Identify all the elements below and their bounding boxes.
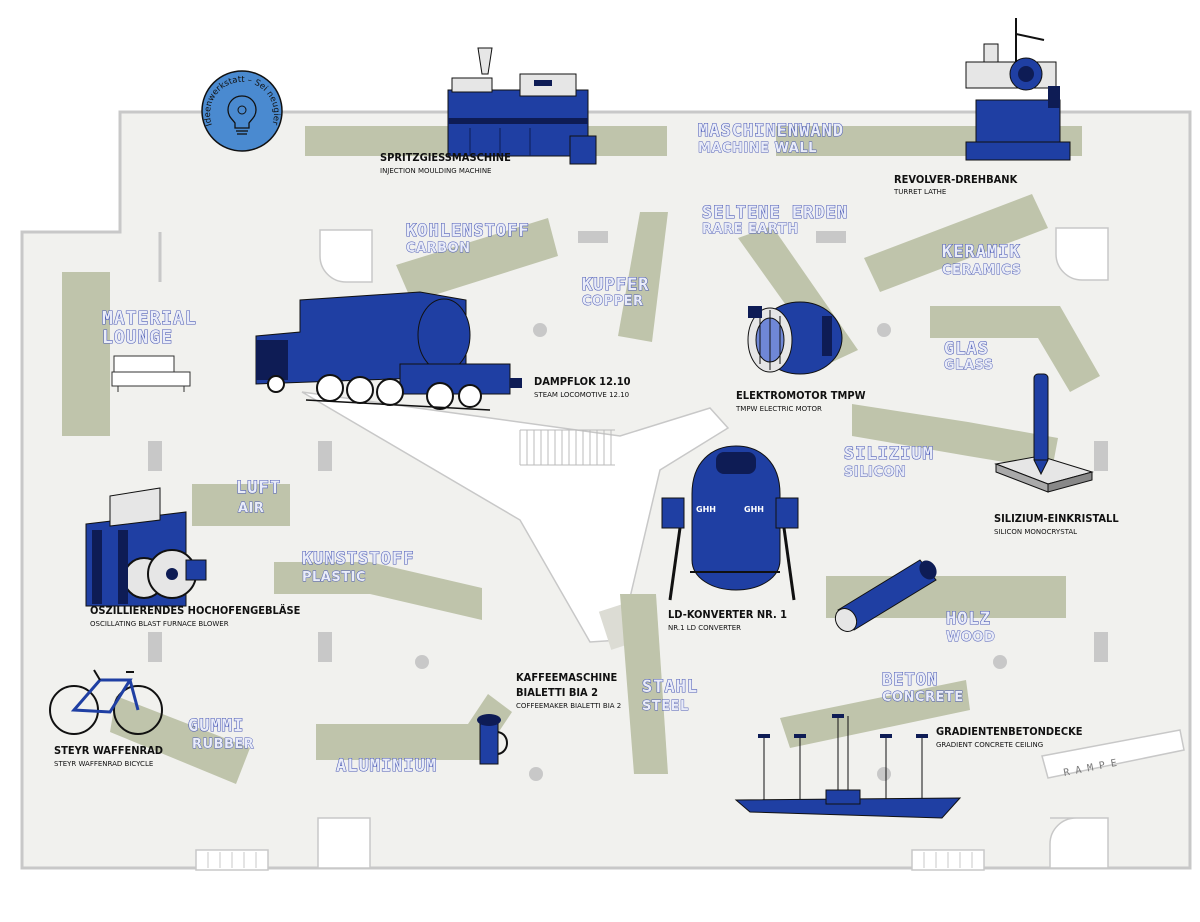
zone-carbon: KOHLENSTOFF	[406, 221, 530, 241]
steam-locomotive-illustration[interactable]	[255, 291, 522, 411]
zone-rare-earth-en: RARE EARTH	[702, 222, 799, 237]
electric-motor-illustration[interactable]	[747, 301, 843, 375]
zone-steel: STAHL	[642, 677, 698, 697]
gradient-concrete-ceiling-illustration[interactable]	[734, 714, 962, 819]
label-ceiling-en: GRADIENT CONCRETE CEILING	[936, 741, 1043, 749]
converter-logo-right: GHH	[744, 505, 764, 514]
zone-steel-en: STEEL	[642, 699, 689, 714]
zone-rubber: GUMMI	[188, 716, 244, 736]
zone-concrete: BETON	[882, 670, 938, 690]
zone-carbon-en: CARBON	[406, 241, 470, 256]
zone-machine-wall: MASCHINENWAND	[698, 121, 844, 141]
label-blower: OSZILLIERENDES HOCHOFENGEBLÄSE	[90, 603, 301, 617]
label-lathe: REVOLVER-DREHBANK	[894, 173, 1018, 186]
zone-ceramics-en: CERAMICS	[942, 263, 1021, 278]
label-blower-en: OSCILLATING BLAST FURNACE BLOWER	[90, 620, 229, 628]
zone-rubber-en: RUBBER	[192, 737, 254, 752]
turret-lathe-illustration[interactable]	[965, 18, 1071, 161]
zone-air-en: AIR	[238, 501, 264, 516]
label-motor-en: TMPW ELECTRIC MOTOR	[735, 405, 822, 413]
label-coffee-en: COFFEEMAKER BIALETTI BIA 2	[516, 702, 621, 710]
injection-moulding-machine-illustration[interactable]	[447, 47, 597, 165]
zone-copper: KUPFER	[582, 275, 649, 295]
zone-wood-en: WOOD	[946, 630, 995, 645]
label-monocrystal-en: SILICON MONOCRYSTAL	[994, 528, 1077, 536]
label-motor: ELEKTROMOTOR TMPW	[736, 389, 866, 402]
zone-glass: GLAS	[944, 339, 989, 359]
zone-ceramics: KERAMIK	[942, 242, 1021, 262]
silicon-monocrystal-illustration[interactable]	[994, 373, 1094, 493]
label-lathe-en: TURRET LATHE	[893, 188, 946, 196]
zone-glass-en: GLASS	[944, 358, 994, 373]
label-bicycle-en: STEYR WAFFENRAD BICYCLE	[54, 760, 153, 768]
zone-air: LUFT	[236, 478, 281, 498]
label-injection-en: INJECTION MOULDING MACHINE	[380, 167, 491, 175]
zone-machine-wall-en: MACHINE WALL	[698, 141, 817, 156]
bicycle-icon[interactable]	[49, 669, 163, 735]
label-converter: LD-KONVERTER NR. 1	[668, 608, 787, 621]
label-locomotive: DAMPFLOK 12.10	[534, 375, 631, 388]
converter-logo-left: GHH	[696, 505, 716, 514]
label-monocrystal: SILIZIUM-EINKRISTALL	[994, 512, 1119, 525]
zone-wood: HOLZ	[946, 609, 991, 629]
zone-labels: MASCHINENWAND MACHINE WALL KOHLENSTOFF C…	[101, 120, 1021, 776]
label-coffee-1: KAFFEEMASCHINE	[516, 671, 618, 684]
label-locomotive-en: STEAM LOCOMOTIVE 12.10	[534, 391, 629, 399]
lightbulb-icon	[227, 95, 257, 135]
label-bicycle: STEYR WAFFENRAD	[54, 744, 163, 757]
zone-rare-earth: SELTENE ERDEN	[702, 203, 848, 223]
zone-silicon: SILIZIUM	[844, 444, 934, 464]
label-converter-en: NR.1 LD CONVERTER	[668, 624, 741, 632]
zone-plastic-en: PLASTIC	[302, 570, 366, 585]
zone-material-lounge-2: LOUNGE	[102, 327, 173, 348]
sofa-icon	[111, 355, 191, 392]
zone-copper-en: COPPER	[582, 294, 644, 309]
zone-silicon-en: SILICON	[844, 465, 906, 480]
coffeemaker-illustration[interactable]	[477, 714, 508, 765]
label-injection: SPRITZGIESSMASCHINE	[380, 151, 511, 164]
zone-aluminium: ALUMINIUM	[336, 756, 437, 776]
label-ceiling: GRADIENTENBETONDECKE	[936, 725, 1083, 738]
zone-concrete-en: CONCRETE	[882, 690, 964, 705]
ld-converter-illustration[interactable]: GHH GHH	[661, 445, 799, 601]
cylinder-illustration[interactable]	[831, 557, 940, 635]
zone-material-lounge-1: MATERIAL	[102, 308, 197, 329]
blast-furnace-blower-illustration[interactable]	[85, 487, 207, 607]
label-coffee-2: BIALETTI BIA 2	[516, 686, 598, 699]
zone-plastic: KUNSTSTOFF	[302, 549, 414, 569]
